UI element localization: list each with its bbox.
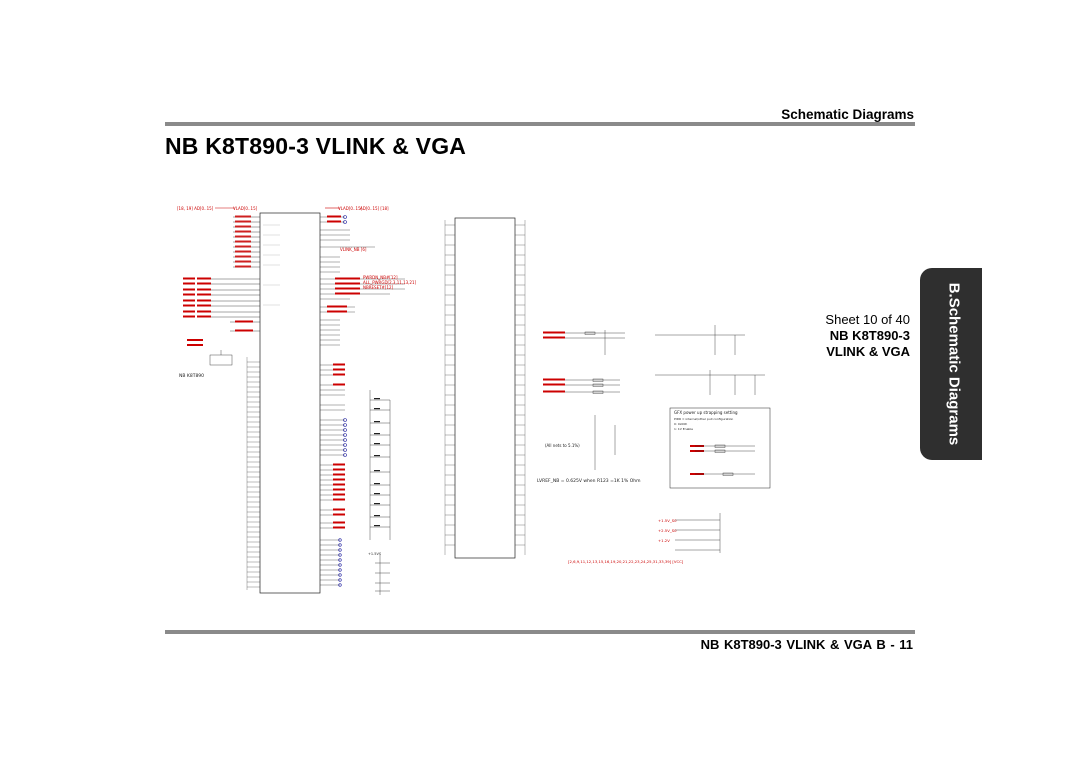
schematic-power-label: +1.5V_S0 <box>658 518 677 523</box>
gfx-note-line: 1: 1V Enable <box>674 427 693 431</box>
schematic-power-label: +1.2V <box>658 538 670 543</box>
gfx-note-title: GFX power up strapping setting <box>674 410 738 415</box>
lvref-formula: LVREF_NB = 0.625V when R123 =1K 1% Ohm <box>537 478 640 484</box>
schematic-top-label: AD[0..15] [18] <box>360 206 389 211</box>
schematic-power-label: +1.5VS <box>368 552 382 556</box>
schematic-top-label: VLAD[0..15] <box>338 206 363 211</box>
side-tab-label: B.Schematic Diagrams <box>945 282 963 446</box>
schematic-figure: [18, 19] AD[0..15] VLAD[0..15] VLAD[0..1… <box>177 206 771 595</box>
sheet-subtitle: VLINK & VGA <box>826 344 910 359</box>
chip-ref-label: NB K8T890 <box>179 373 204 379</box>
schematic-annotation: (All nets to 5.1%) <box>545 443 580 448</box>
header-rule <box>165 122 915 126</box>
section-title: Schematic Diagrams <box>781 107 914 122</box>
side-tab <box>920 268 982 460</box>
sheet-number: Sheet 10 of 40 <box>825 312 910 327</box>
page-title: NB K8T890-3 VLINK & VGA <box>165 133 467 159</box>
schematic-top-label: VLAD[0..15] <box>233 206 258 211</box>
schematic-top-label: [18, 19] AD[0..15] <box>177 206 214 211</box>
footer-rule <box>165 630 915 634</box>
schematic-net-label: VLINK_NB [6] <box>340 247 367 252</box>
schematic-power-label: +2.5V_S0 <box>658 528 677 533</box>
schematic-net-label: NBRESET#[12] <box>363 285 394 290</box>
footer-page-label: NB K8T890-3 VLINK & VGA B - 11 <box>700 637 913 652</box>
rail-list-label: [2,6,9,11,12,13,15,16,19,20,21,22,23,24,… <box>568 559 684 564</box>
sheet-part: NB K8T890-3 <box>829 328 910 343</box>
gfx-note-line: 0: 0x00h <box>674 422 687 426</box>
gfx-note-line: PIDR = internal/other pull configuration <box>674 417 733 421</box>
sheet-info: Sheet 10 of 40 NB K8T890-3 VLINK & VGA <box>770 312 910 360</box>
schematic-net-label: PWRDN_NB#[12] <box>363 275 398 280</box>
schematic-net-label: ALL_PWRGD[2,3,11,13,21] <box>363 280 417 285</box>
